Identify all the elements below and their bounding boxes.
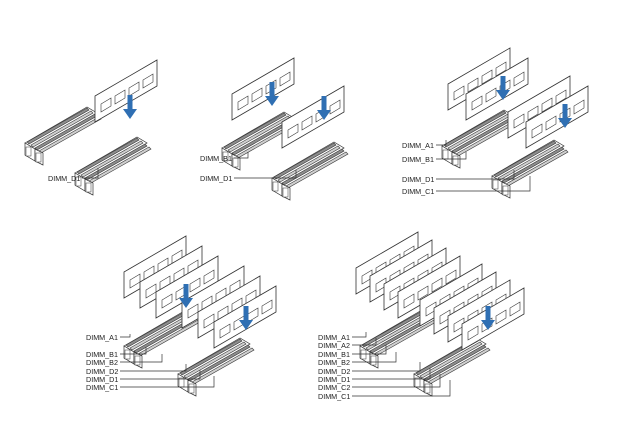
dimm-label: DIMM_A1: [318, 333, 350, 342]
diagram-four-dimm: DIMM_A1 DIMM_B1 DIMM_D1 DIMM_C1: [402, 47, 589, 199]
dimm-label: DIMM_B2: [318, 358, 350, 367]
diagram-one-dimm: DIMM_D1: [24, 59, 158, 196]
dimm-label: DIMM_C2: [318, 383, 350, 392]
dimm-label: DIMM_B1: [200, 154, 232, 163]
dimm-label: DIMM_B1: [318, 350, 350, 359]
diagram-eight-dimm: DIMM_A1 DIMM_A2 DIMM_B1 DIMM_B2 DIMM_D2 …: [318, 231, 525, 401]
dimm-label: DIMM_B1: [86, 350, 118, 359]
diagram-two-dimm: DIMM_B1 DIMM_D1: [200, 57, 349, 201]
dimm-label: DIMM_D2: [86, 367, 118, 376]
dimm-label: DIMM_B2: [86, 358, 118, 367]
dimm-label: DIMM_A1: [402, 141, 434, 150]
dimm-label: DIMM_B1: [402, 155, 434, 164]
dimm-label: DIMM_C1: [402, 187, 434, 196]
diagram-six-dimm: DIMM_A1 DIMM_B1 DIMM_B2 DIMM_D2 DIMM_D1 …: [86, 235, 277, 397]
dimm-label: DIMM_D2: [318, 367, 350, 376]
dimm-label: DIMM_A2: [318, 341, 350, 350]
dimm-label: DIMM_C1: [86, 383, 118, 392]
memory-module: [231, 57, 295, 121]
dimm-label: DIMM_D1: [318, 375, 350, 384]
memory-module: [281, 85, 345, 149]
dimm-label: DIMM_D1: [200, 174, 232, 183]
dimm-label: DIMM_D1: [402, 175, 434, 184]
dimm-label: DIMM_C1: [318, 392, 350, 401]
dimm-label: DIMM_D1: [86, 375, 118, 384]
dimm-label: DIMM_D1: [48, 174, 80, 183]
dimm-label: DIMM_A1: [86, 333, 118, 342]
